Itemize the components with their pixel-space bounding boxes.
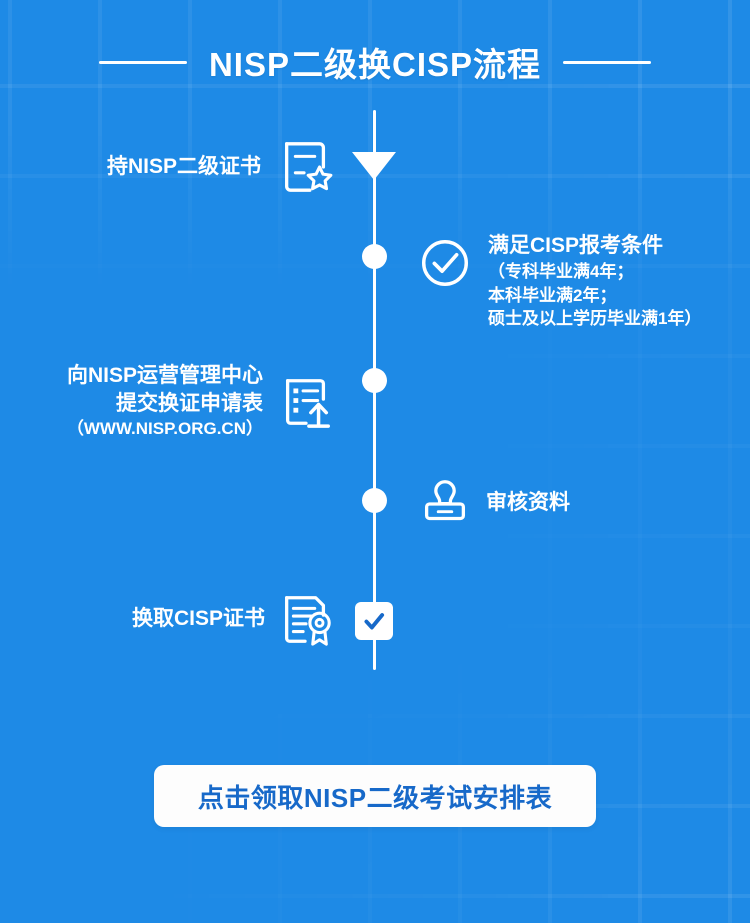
step-line: 换取CISP证书 [131,607,265,631]
title-text: NISP二级换CISP流程 [208,46,542,83]
document-upload-icon [277,373,335,431]
step-row-hold-nisp-cert: 持NISP二级证书 [60,138,335,196]
dot-marker-step-2 [362,244,387,269]
step-sub-line: 本科毕业满2年； [488,285,617,305]
award-document-icon [277,590,335,648]
step-line: 向NISP运营管理中心 [66,364,263,387]
step-row-review-materials: 审核资料 [416,474,736,532]
step-label-hold-nisp-cert: 持NISP二级证书 [107,153,261,181]
stamp-icon [416,474,474,532]
title-rule-right [563,60,652,64]
step-line: 提交换证申请表 [116,391,263,415]
arrow-down-marker-icon [352,152,396,180]
dot-marker-step-3 [362,368,387,393]
step-label-review-materials: 审核资料 [486,489,570,517]
page-title: NISP二级换CISP流程 [0,38,750,86]
step-row-receive-cisp-cert: 换取CISP证书 [60,590,335,648]
step-line: 满足CISP报考条件 [488,234,664,257]
step-line: 持NISP二级证书 [106,155,261,179]
step-label-submit-application: 向NISP运营管理中心 提交换证申请表 （WWW.NISP.ORG.CN） [67,362,263,441]
check-circle-icon [416,234,474,292]
step-row-meet-cisp-requirements: 满足CISP报考条件 （专科毕业满4年； 本科毕业满2年； 硕士及以上学历毕业满… [416,232,746,331]
cta-button-label: 点击领取NISP二级考试安排表 [197,782,553,813]
check-mark-icon [364,613,385,630]
title-rule-left [98,60,187,64]
certificate-star-icon [277,138,335,196]
cta-button[interactable]: 点击领取NISP二级考试安排表 [154,765,596,827]
step-label-receive-cisp-cert: 换取CISP证书 [132,605,265,633]
check-box-marker-step-5 [355,602,393,640]
step-label-meet-cisp-requirements: 满足CISP报考条件 （专科毕业满4年； 本科毕业满2年； 硕士及以上学历毕业满… [488,232,701,331]
step-line: 审核资料 [486,491,570,515]
dot-marker-step-4 [362,488,387,513]
step-row-submit-application: 向NISP运营管理中心 提交换证申请表 （WWW.NISP.ORG.CN） [22,362,335,441]
step-sub-line: （WWW.NISP.ORG.CN） [66,419,263,439]
step-sub-line: 硕士及以上学历毕业满1年） [488,309,702,329]
step-sub-line: （专科毕业满4年； [488,261,634,281]
